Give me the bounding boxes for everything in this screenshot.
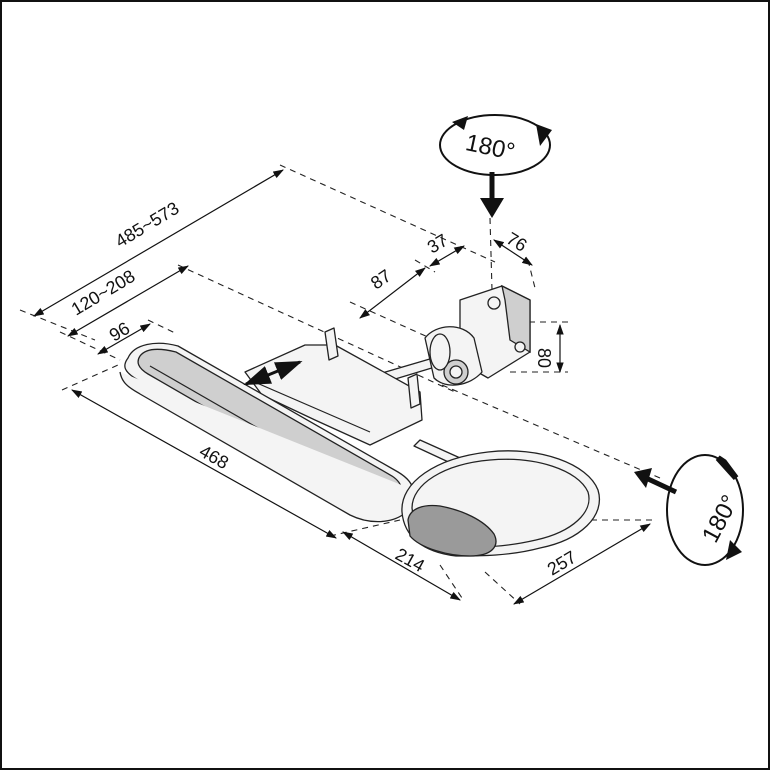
dim-line-mount-width bbox=[493, 239, 533, 266]
rotation-arrowhead-right-bottom bbox=[726, 540, 742, 560]
tray-tab-back bbox=[324, 327, 339, 361]
rotation-arrowhead-right-top bbox=[715, 455, 739, 481]
mount-bolt bbox=[487, 296, 501, 310]
dim-line-pad-offset bbox=[97, 323, 151, 355]
outward-arrow-shaft bbox=[644, 475, 678, 495]
rotation-arrowhead-top-right bbox=[536, 124, 552, 146]
slide-arrows bbox=[243, 360, 303, 386]
rotation-arrowhead-top-left bbox=[452, 116, 468, 130]
mount-bracket bbox=[424, 284, 531, 386]
down-arrow-head bbox=[480, 198, 504, 218]
keyboard-tray bbox=[119, 327, 601, 557]
dim-line-depth-adjust bbox=[67, 265, 189, 337]
slide-arrow bbox=[243, 360, 303, 386]
rotation-ring-top bbox=[439, 114, 551, 176]
dim-line-keyboard-width bbox=[71, 389, 337, 539]
dimension-lines bbox=[33, 169, 651, 605]
pivot-knob-cap bbox=[449, 365, 463, 379]
tray-tab-front bbox=[407, 373, 421, 409]
rotation-ring-right bbox=[666, 454, 744, 566]
mount-bolt-bottom bbox=[514, 341, 526, 353]
dim-mount-height: 80 bbox=[534, 348, 554, 368]
dim-line-mouse-gap bbox=[342, 531, 461, 601]
wrist-cushion bbox=[407, 504, 497, 557]
outward-arrow-head bbox=[634, 468, 652, 488]
swivel-disc bbox=[429, 333, 451, 371]
dim-line-arm-a bbox=[359, 267, 426, 319]
rotation-indicator-top: 180° bbox=[439, 114, 552, 218]
dim-line-arm-b bbox=[429, 245, 465, 267]
dim-line-mouse-pad-width bbox=[513, 523, 651, 605]
